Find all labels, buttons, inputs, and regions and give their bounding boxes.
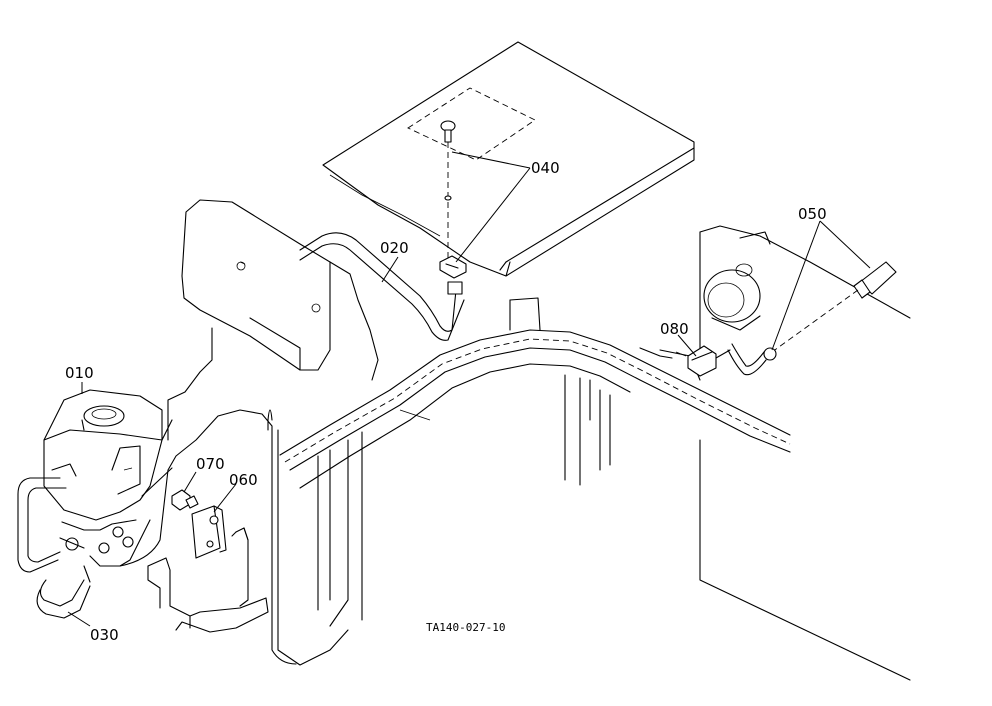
part-060-bracket <box>147 505 269 633</box>
part-050-clamp <box>727 343 777 376</box>
part-label-070: 070 <box>196 455 225 473</box>
tank-mount-outline <box>119 409 297 665</box>
radiator-shroud <box>167 199 379 441</box>
part-label-020: 020 <box>380 239 409 257</box>
part-label-060: 060 <box>229 471 258 489</box>
part-040-screw <box>440 120 456 258</box>
part-050-plug <box>771 261 897 353</box>
part-label-050: 050 <box>798 205 827 223</box>
drawing-code: TA140-027-10 <box>426 621 505 634</box>
part-label-040: 040 <box>531 159 560 177</box>
part-030-hose <box>17 477 91 619</box>
part-010-reserve-tank <box>43 389 173 567</box>
leader-lines <box>67 151 871 627</box>
part-080-clamp <box>639 345 731 377</box>
hood-cover <box>322 41 695 277</box>
part-040-clip <box>439 255 467 279</box>
part-label-030: 030 <box>90 626 119 644</box>
part-020-hose <box>299 232 465 341</box>
frame-arch <box>267 297 911 681</box>
part-label-010: 010 <box>65 364 94 382</box>
alternator <box>703 263 761 331</box>
part-070-bolt <box>171 489 199 511</box>
part-label-080: 080 <box>660 320 689 338</box>
